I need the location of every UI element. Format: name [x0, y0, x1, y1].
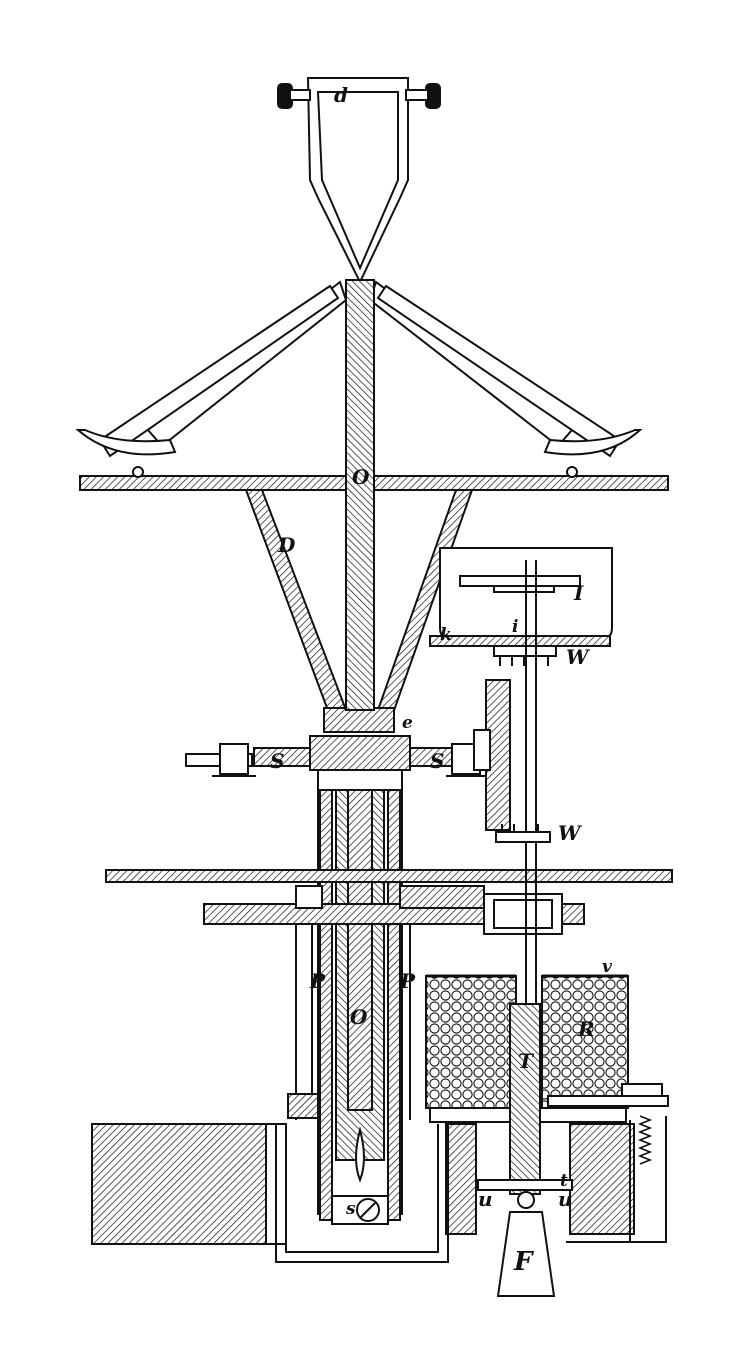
support-pillars: [287, 924, 411, 1120]
wheel-W-bottom: [495, 824, 551, 843]
armature-T: [509, 1003, 541, 1195]
label-d: d: [334, 83, 348, 107]
gear-train: [203, 885, 585, 935]
label-F: F: [513, 1247, 534, 1277]
label-k: k: [440, 625, 452, 645]
middle-plate: [105, 869, 673, 883]
base-block: [91, 1123, 635, 1263]
burner-flame: [331, 1126, 389, 1225]
label-P-right: P: [399, 969, 416, 993]
label-S-left: S: [270, 749, 284, 773]
feed-nozzle: [306, 77, 409, 285]
label-S-right: S: [430, 749, 444, 773]
upper-bearing: [185, 735, 492, 791]
label-D: D: [277, 533, 296, 557]
label-t: t: [560, 1171, 568, 1191]
weight-F: [477, 1179, 573, 1297]
spreader-arm-left: [75, 280, 348, 458]
adjustment-screw-right: [405, 83, 441, 109]
label-v: v: [602, 957, 613, 977]
conical-drum: [244, 489, 474, 733]
label-u-left: u: [478, 1187, 493, 1211]
spring-contact: [547, 1083, 669, 1243]
label-R: R: [577, 1017, 595, 1041]
label-e: e: [402, 713, 413, 733]
adjustment-screw-left: [277, 83, 311, 109]
label-W-top: W: [566, 645, 591, 669]
label-W-bottom: W: [558, 821, 583, 845]
label-O-lower: O: [350, 1005, 368, 1029]
central-shaft: [345, 279, 375, 711]
spreader-arm-right: [368, 280, 643, 458]
label-u-right: u: [558, 1187, 573, 1211]
label-I: I: [573, 581, 584, 605]
rack-mechanism: [473, 679, 511, 831]
label-s: s: [345, 1199, 356, 1219]
label-P-left: P: [309, 969, 326, 993]
label-i: i: [512, 617, 518, 637]
label-O-top: O: [352, 465, 370, 489]
label-T: T: [518, 1049, 535, 1073]
